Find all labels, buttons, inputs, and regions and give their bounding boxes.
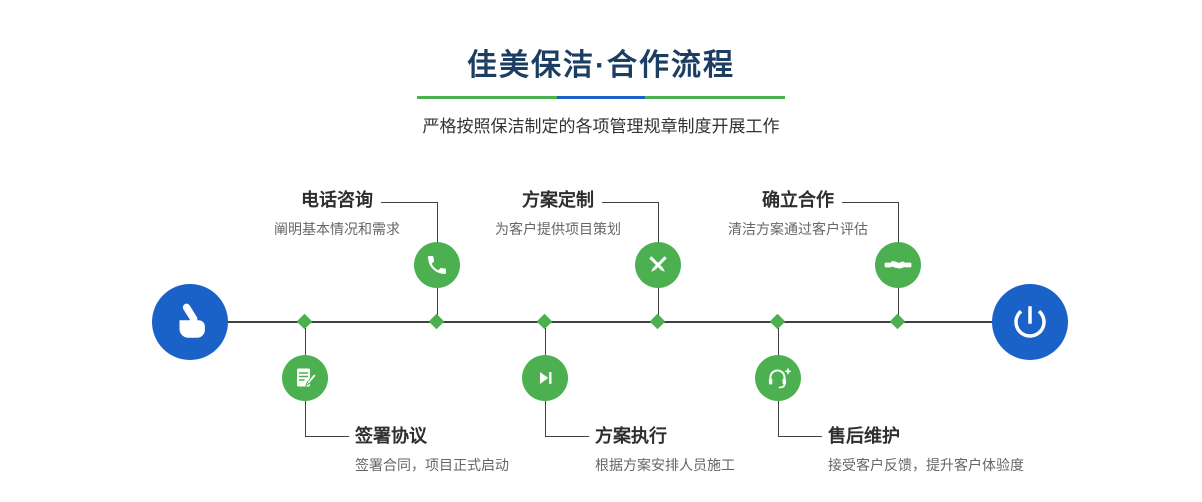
step-label-agreement: 签署协议 签署合同，项目正式启动: [355, 424, 625, 474]
step-desc: 接受客户反馈，提升客户体验度: [828, 457, 1024, 473]
step-title: 确立合作: [762, 190, 834, 210]
step-desc: 为客户提供项目策划: [495, 221, 621, 237]
step-title: 方案定制: [522, 190, 594, 210]
headset-icon: [768, 368, 791, 389]
step-node-aftersales: [755, 355, 801, 401]
step-desc: 阐明基本情况和需求: [274, 221, 400, 237]
step-label-design: 方案定制 为客户提供项目策划: [469, 188, 647, 238]
step-desc: 根据方案安排人员施工: [595, 457, 735, 473]
pointing-hand-icon: [179, 303, 205, 338]
page-subtitle: 严格按照保洁制定的各项管理规章制度开展工作: [422, 117, 780, 136]
connector-line: [305, 436, 349, 437]
connector-line: [778, 436, 822, 437]
step-node-cooperation: [875, 242, 921, 288]
connector-line: [842, 202, 898, 203]
contract-icon: [297, 368, 317, 387]
timeline-diamond: [428, 313, 445, 330]
step-node-execution: [522, 355, 568, 401]
step-label-phone: 电话咨询 阐明基本情况和需求: [248, 188, 426, 238]
timeline-diamond: [296, 313, 313, 330]
step-title: 电话咨询: [301, 190, 373, 210]
start-node: [152, 284, 228, 360]
step-label-execution: 方案执行 根据方案安排人员施工: [595, 424, 865, 474]
step-node-agreement: [282, 355, 328, 401]
connector-line: [602, 202, 658, 203]
step-node-design: [635, 242, 681, 288]
connector-line: [381, 202, 437, 203]
underline-green-segment: [645, 96, 785, 99]
timeline-diamond: [889, 313, 906, 330]
step-desc: 签署合同，项目正式启动: [355, 457, 509, 473]
step-label-cooperation: 确立合作 清洁方案通过客户评估: [709, 188, 887, 238]
underline-blue-segment: [557, 96, 645, 99]
play-icon: [539, 372, 552, 384]
step-title: 方案执行: [595, 426, 667, 446]
timeline-line: [190, 321, 1030, 323]
title-underline: [417, 96, 785, 99]
handshake-icon: [884, 260, 912, 269]
power-icon: [1014, 306, 1046, 338]
step-label-aftersales: 售后维护 接受客户反馈，提升客户体验度: [828, 424, 1098, 474]
timeline-diamond: [649, 313, 666, 330]
timeline-diamond: [769, 313, 786, 330]
step-desc: 清洁方案通过客户评估: [728, 221, 868, 237]
design-pencils-icon: [649, 256, 667, 272]
phone-icon: [428, 256, 446, 274]
underline-green-segment: [417, 96, 557, 99]
step-node-phone: [414, 242, 460, 288]
connector-line: [545, 436, 589, 437]
timeline-diamond: [536, 313, 553, 330]
end-node: [992, 284, 1068, 360]
step-title: 签署协议: [355, 426, 427, 446]
step-title: 售后维护: [828, 426, 900, 446]
page-title: 佳美保洁·合作流程: [467, 49, 735, 82]
